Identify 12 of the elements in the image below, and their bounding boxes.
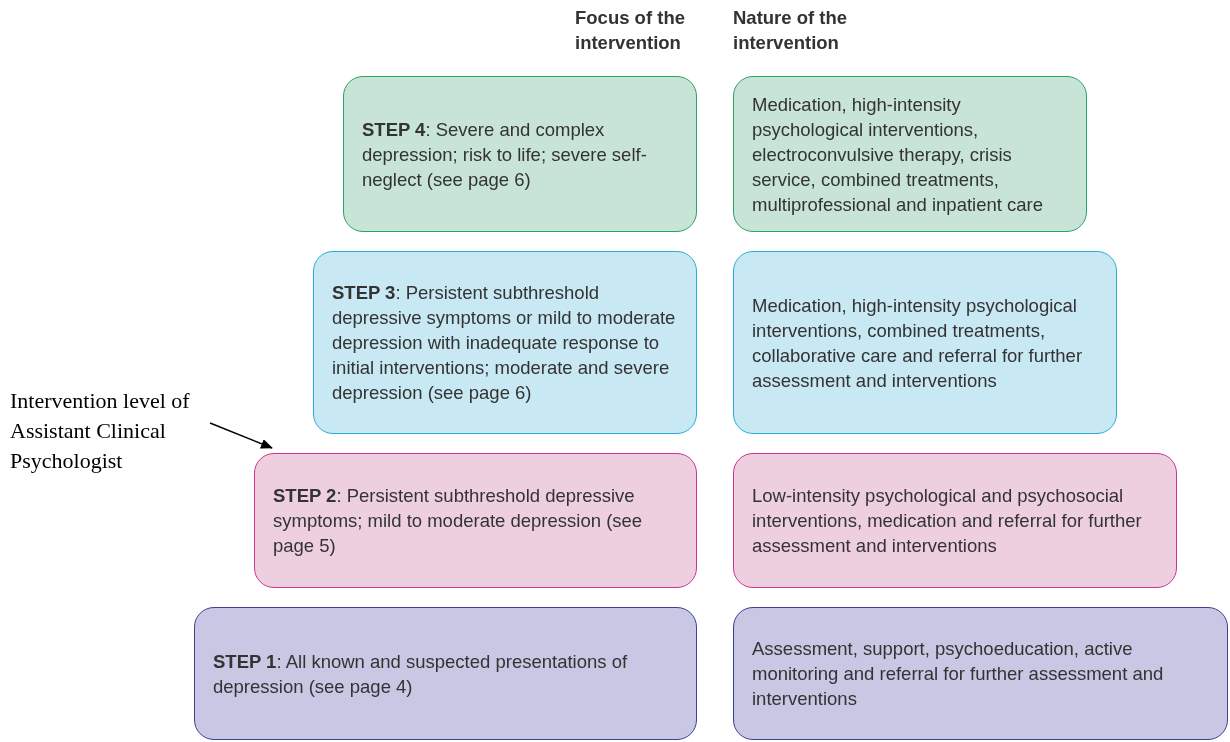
step-box: Medication, high-intensity psychological interventions, electroconvulsive therapy, crisis service, combined treatments, multiprofessional and inpatient care — [733, 76, 1087, 232]
step-box: STEP 1: All known and suspected presentations of depression (see page 4) — [194, 607, 697, 740]
annotation-text: Intervention level of Assistant Clinical Psychologist — [10, 386, 240, 476]
step-box: STEP 4: Severe and complex depression; risk to life; severe self-neglect (see page 6) — [343, 76, 697, 232]
column-heading: Nature of the intervention — [733, 6, 849, 55]
step-box: STEP 3: Persistent subthreshold depressive symptoms or mild to moderate depression with inadequate response to initial interventions; moderate and severe depression (see page 6) — [313, 251, 697, 434]
step-box: Assessment, support, psychoeducation, active monitoring and referral for further assessment and interventions — [733, 607, 1228, 740]
arrow — [209, 422, 273, 449]
column-heading: Focus of the intervention — [575, 6, 686, 55]
step-box: STEP 2: Persistent subthreshold depressive symptoms; mild to moderate depression (see page 5) — [254, 453, 697, 588]
step-box: Low-intensity psychological and psychosocial interventions, medication and referral for further assessment and interventions — [733, 453, 1177, 588]
step-box: Medication, high-intensity psychological interventions, combined treatments, collaborative care and referral for further assessment and interventions — [733, 251, 1117, 434]
